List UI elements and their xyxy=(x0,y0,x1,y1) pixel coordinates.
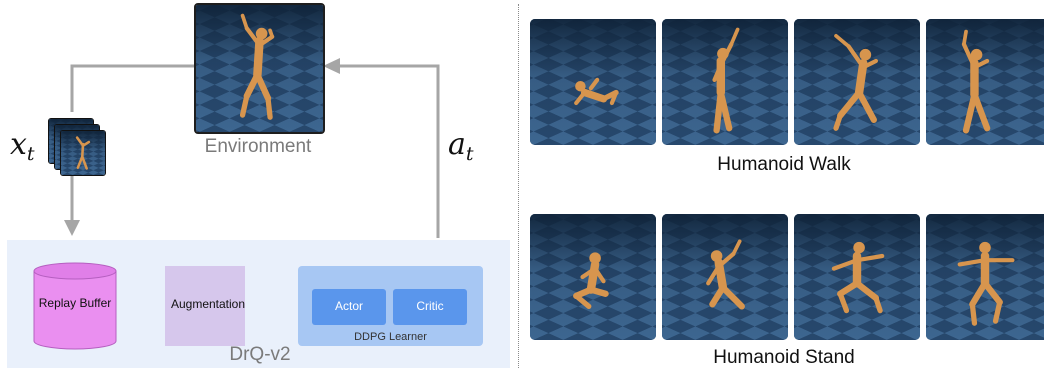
environment-frame xyxy=(194,3,325,134)
stand-frame-2 xyxy=(662,214,788,340)
actor-label: Actor xyxy=(334,299,363,313)
task-gallery: Humanoid Walk xyxy=(524,0,1044,370)
augmentation-block xyxy=(165,266,245,346)
walk-frame-4 xyxy=(926,19,1044,145)
observation-subscript: t xyxy=(26,143,35,165)
replay-buffer xyxy=(33,262,117,350)
pipeline-diagram: Environment xt at Replay Buffe xyxy=(0,0,515,370)
replay-buffer-label: Replay Buffer xyxy=(38,296,112,310)
augmentation-label: Augmentation xyxy=(170,297,246,311)
observation-symbol: x xyxy=(10,127,27,162)
action-label: at xyxy=(448,127,474,165)
arrowhead-to-env xyxy=(323,58,340,74)
action-line xyxy=(338,64,440,238)
critic-label: Critic xyxy=(416,299,444,313)
vertical-divider xyxy=(518,4,519,368)
stand-frame-4 xyxy=(926,214,1044,340)
observation-label: xt xyxy=(10,127,35,165)
critic-block xyxy=(393,289,467,325)
walk-frame-1 xyxy=(530,19,656,145)
actor-block xyxy=(312,289,386,325)
walk-frame-3 xyxy=(794,19,920,145)
stand-frame-3 xyxy=(794,214,920,340)
stand-caption: Humanoid Stand xyxy=(713,347,855,368)
arrowhead-to-agent xyxy=(64,220,80,236)
drqv2-label: DrQ-v2 xyxy=(229,344,291,365)
action-subscript: t xyxy=(465,143,474,165)
humanoid-figure xyxy=(239,13,275,120)
walk-caption: Humanoid Walk xyxy=(717,154,851,175)
observation-line xyxy=(70,64,194,112)
walk-frame-2 xyxy=(662,19,788,145)
observation-frame xyxy=(60,130,106,176)
ddpg-learner-label: DDPG Learner xyxy=(354,331,427,343)
action-symbol: a xyxy=(448,127,466,162)
stand-frame-1 xyxy=(530,214,656,340)
environment-label: Environment xyxy=(204,136,312,157)
observation-stack xyxy=(48,118,108,178)
